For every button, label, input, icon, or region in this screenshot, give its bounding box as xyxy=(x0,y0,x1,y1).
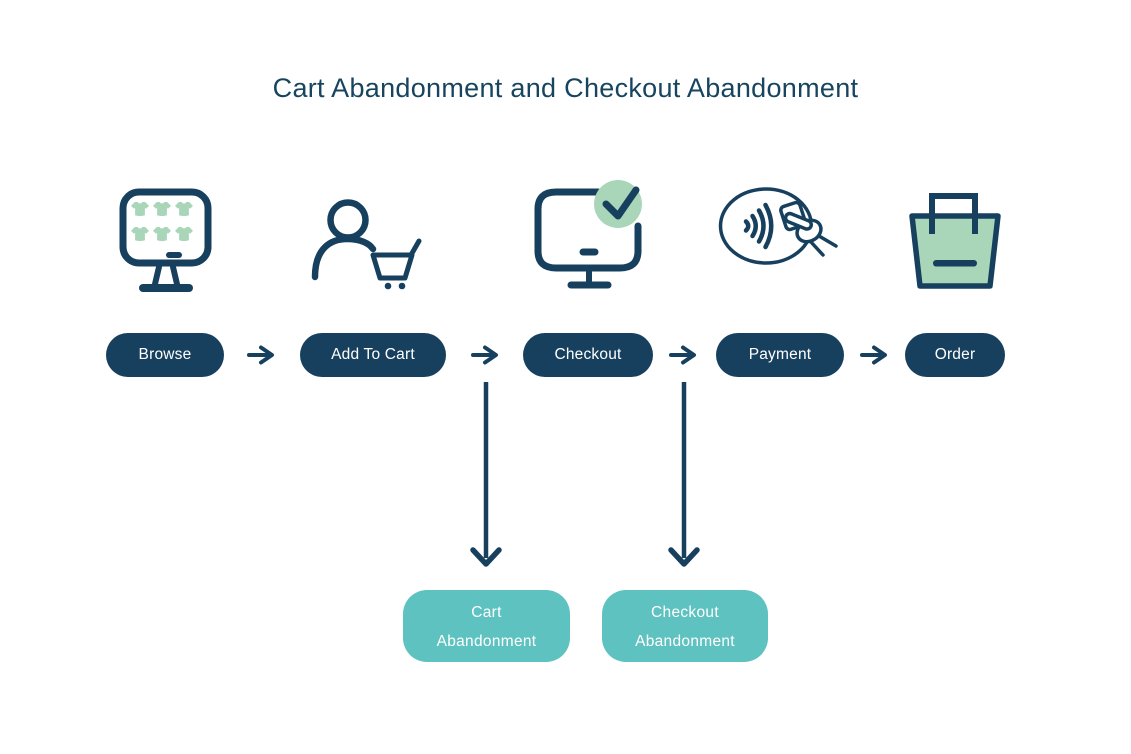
checkout-abandonment-arrow-icon xyxy=(664,382,704,577)
step-pill-label: Browse xyxy=(138,346,192,363)
contactless-payment-icon xyxy=(716,186,846,278)
person-add-to-cart-icon xyxy=(310,192,425,292)
step-pill-label: Add To Cart xyxy=(331,346,415,363)
step-pill-order: Order xyxy=(905,333,1005,377)
monitor-products-icon xyxy=(118,186,214,300)
cart-abandonment-label-line1: Cart xyxy=(471,604,502,621)
shopping-bag-icon xyxy=(903,190,1007,290)
flow-arrow-icon xyxy=(471,344,501,371)
checkout-abandonment-box: Checkout Abandonment xyxy=(602,590,768,662)
step-pill-browse: Browse xyxy=(106,333,224,377)
checkout-abandonment-label-line2: Abandonment xyxy=(635,633,735,650)
cart-abandonment-arrow-icon xyxy=(466,382,506,577)
step-pill-payment: Payment xyxy=(716,333,844,377)
diagram-title: Cart Abandonment and Checkout Abandonmen… xyxy=(272,73,859,103)
flow-arrow-icon xyxy=(247,344,277,371)
step-pill-checkout: Checkout xyxy=(523,333,653,377)
flow-arrow-icon xyxy=(860,344,890,371)
step-pill-label: Checkout xyxy=(554,346,622,363)
step-pill-label: Order xyxy=(934,346,976,363)
step-pill-label: Payment xyxy=(748,346,812,363)
cart-abandonment-label-line2: Abandonment xyxy=(436,633,537,650)
cart-abandonment-box: Cart Abandonment xyxy=(403,590,570,662)
flow-arrow-icon xyxy=(669,344,699,371)
step-pill-add-to-cart: Add To Cart xyxy=(300,333,446,377)
monitor-checkmark-icon xyxy=(532,178,644,290)
checkout-abandonment-label-line1: Checkout xyxy=(651,604,719,621)
